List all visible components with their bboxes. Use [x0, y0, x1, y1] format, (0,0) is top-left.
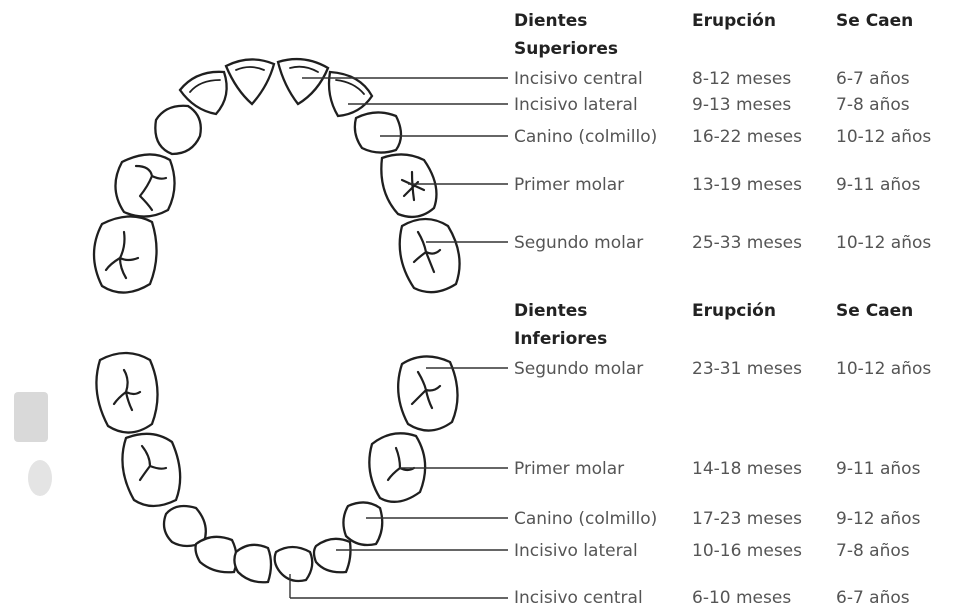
upper-row-5-eruption: 25-33 meses	[692, 233, 802, 253]
upper-row-4-falls: 9-11 años	[836, 175, 921, 195]
upper-row-5-falls: 10-12 años	[836, 233, 931, 253]
upper-row-2-name: Incisivo lateral	[514, 95, 638, 115]
upper-right-central-incisor	[226, 59, 274, 104]
lower-falls-header: Se Caen	[836, 301, 913, 321]
upper-left-second-molar	[400, 219, 460, 292]
upper-row-2-falls: 7-8 años	[836, 95, 910, 115]
lower-teeth-table: Dientes Inferiores Erupción Se Caen Segu…	[514, 301, 931, 607]
upper-row-2-eruption: 9-13 meses	[692, 95, 791, 115]
lower-row-5-eruption: 6-10 meses	[692, 588, 791, 607]
lower-right-first-molar	[122, 434, 180, 506]
lower-row-3-name: Canino (colmillo)	[514, 509, 657, 529]
upper-right-canine	[155, 106, 200, 154]
upper-arch	[94, 59, 460, 292]
upper-right-second-molar	[94, 216, 157, 292]
lower-left-canine	[343, 502, 382, 545]
lower-row-3-falls: 9-12 años	[836, 509, 921, 529]
upper-falls-header: Se Caen	[836, 11, 913, 31]
lower-left-lateral-incisor	[314, 539, 351, 572]
lower-left-central-incisor	[275, 547, 313, 581]
lower-teeth-header-line1: Dientes	[514, 301, 587, 321]
lower-row-5-name: Incisivo central	[514, 588, 643, 607]
upper-row-3-eruption: 16-22 meses	[692, 127, 802, 147]
lower-row-2-name: Primer molar	[514, 459, 624, 479]
upper-row-1-eruption: 8-12 meses	[692, 69, 791, 89]
lower-row-4-falls: 7-8 años	[836, 541, 910, 561]
upper-row-4-eruption: 13-19 meses	[692, 175, 802, 195]
lower-right-central-incisor	[234, 545, 271, 582]
upper-left-canine	[355, 112, 401, 152]
upper-teeth-header-line1: Dientes	[514, 11, 587, 31]
lower-row-1-falls: 10-12 años	[836, 359, 931, 379]
lower-row-5-falls: 6-7 años	[836, 588, 910, 607]
upper-eruption-header: Erupción	[692, 11, 776, 31]
lower-row-1-name: Segundo molar	[514, 359, 643, 379]
upper-row-5-name: Segundo molar	[514, 233, 643, 253]
upper-row-4-name: Primer molar	[514, 175, 624, 195]
upper-row-1-name: Incisivo central	[514, 69, 643, 89]
upper-teeth-table: Dientes Superiores Erupción Se Caen Inci…	[514, 11, 931, 253]
upper-right-first-molar	[115, 154, 174, 216]
upper-row-3-name: Canino (colmillo)	[514, 127, 657, 147]
upper-row-3-falls: 10-12 años	[836, 127, 931, 147]
lower-row-2-eruption: 14-18 meses	[692, 459, 802, 479]
lower-teeth-header-line2: Inferiores	[514, 329, 607, 349]
upper-teeth-header-line2: Superiores	[514, 39, 618, 59]
lower-right-lateral-incisor	[196, 537, 237, 572]
lower-row-4-eruption: 10-16 meses	[692, 541, 802, 561]
lower-row-4-name: Incisivo lateral	[514, 541, 638, 561]
lower-eruption-header: Erupción	[692, 301, 776, 321]
lower-row-2-falls: 9-11 años	[836, 459, 921, 479]
background-smudge	[14, 392, 52, 496]
lower-right-second-molar	[96, 353, 157, 433]
lower-row-3-eruption: 17-23 meses	[692, 509, 802, 529]
upper-left-first-molar	[381, 154, 436, 216]
lower-right-canine	[164, 506, 206, 546]
upper-left-central-incisor	[278, 59, 328, 104]
lower-row-1-eruption: 23-31 meses	[692, 359, 802, 379]
upper-row-1-falls: 6-7 años	[836, 69, 910, 89]
